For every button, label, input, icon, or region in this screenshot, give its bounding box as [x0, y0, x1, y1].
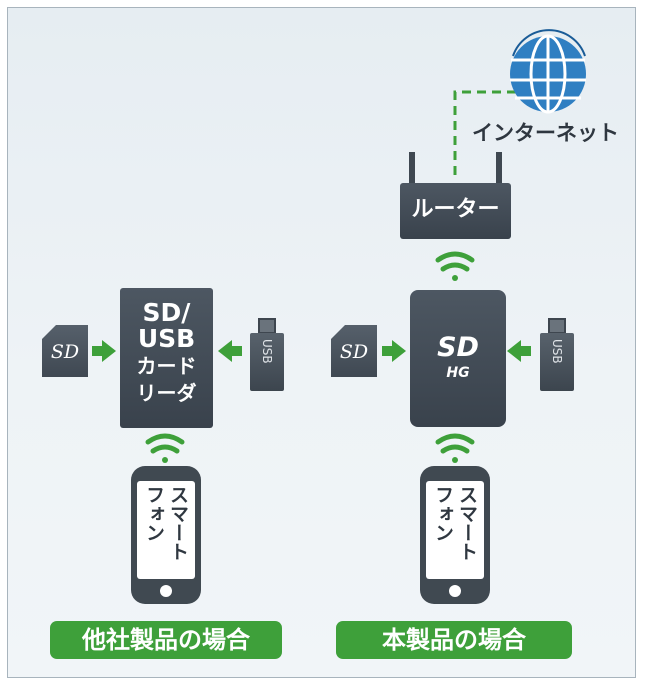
reader-line2: USB [137, 324, 196, 353]
sd-hg-device: SD HG [410, 290, 506, 427]
router-icon: ルーター [400, 183, 511, 239]
arrow-left-icon [218, 340, 242, 362]
wifi-icon [435, 433, 475, 463]
hg-line2: HG [446, 365, 470, 381]
sd-card-label: SD [339, 341, 369, 363]
phone-home-button [160, 585, 172, 597]
wifi-icon [435, 251, 475, 281]
arrow-right-icon [382, 340, 406, 362]
sd-card-icon: SD [331, 325, 377, 377]
smartphone-icon: スマート フォン [420, 466, 490, 604]
caption-other-products: 他社製品の場合 [50, 621, 282, 659]
internet-connection-line [453, 90, 518, 175]
phone-label-col1: スマート [456, 485, 478, 561]
sd-card-label: SD [50, 341, 80, 363]
internet-label: インターネット [472, 121, 619, 145]
phone-home-button [449, 585, 461, 597]
wifi-icon [145, 433, 185, 463]
reader-line3: カード [136, 354, 197, 378]
reader-line4: リーダ [136, 381, 197, 405]
router-antenna-left [409, 152, 415, 184]
phone-label-col2: フォン [432, 485, 454, 542]
phone-label-col1: スマート [167, 485, 189, 561]
diagram-panel [7, 7, 636, 678]
sd-card-icon: SD [42, 325, 88, 377]
caption-this-product: 本製品の場合 [336, 621, 572, 659]
router-antenna-right [496, 152, 502, 184]
arrow-right-icon [92, 340, 116, 362]
arrow-left-icon [507, 340, 531, 362]
usb-label: USB [260, 339, 274, 364]
hg-line1: SD [437, 332, 479, 363]
smartphone-icon: スマート フォン [131, 466, 201, 604]
phone-label-col2: フォン [143, 485, 165, 542]
card-reader: SD/ USB カード リーダ [120, 288, 213, 428]
globe-icon [510, 29, 586, 114]
usb-label: USB [550, 339, 564, 364]
reader-line1: SD/ [142, 298, 191, 327]
router-label: ルーター [411, 197, 500, 222]
